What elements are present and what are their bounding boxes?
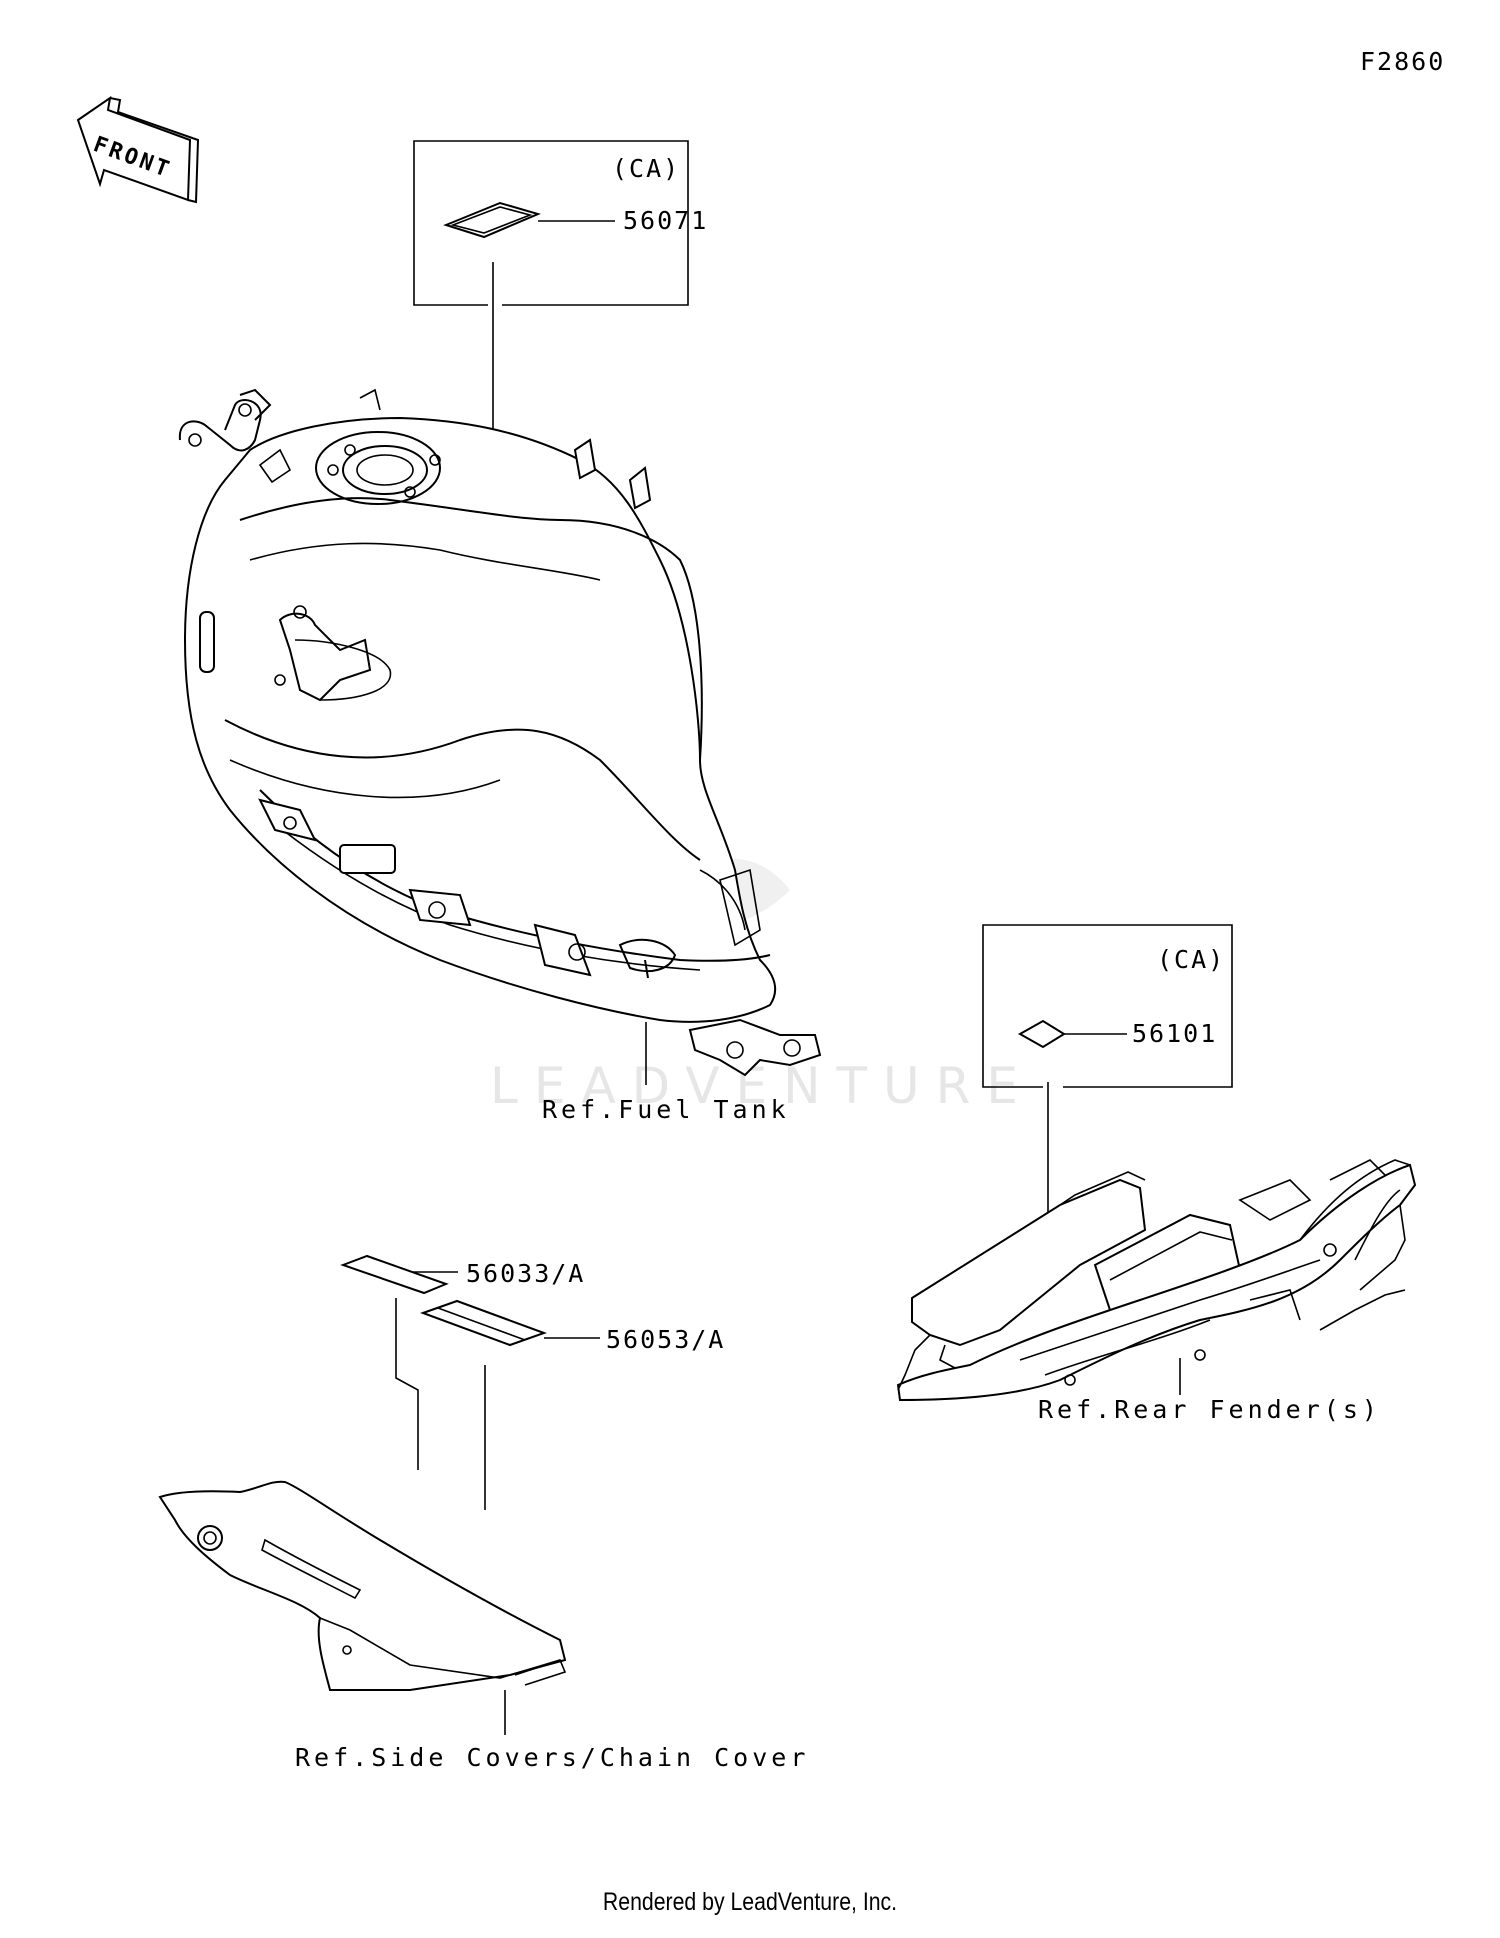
figure-code: F2860 [1360,47,1445,76]
rear-fender-callout: (CA) 56101 [982,924,1233,1228]
chain-cover-drawing [158,1480,567,1691]
ref-fuel-tank: Ref.Fuel Tank [542,1095,790,1124]
part-56101: 56101 [1132,1019,1217,1048]
ref-chain-cover: Ref.Side Covers/Chain Cover [295,1743,809,1772]
part-56071: 56071 [623,206,708,235]
fuel-tank-callout: (CA) 56071 [413,140,708,495]
rear-fender-region-label: (CA) [1157,945,1225,974]
fuel-tank-region-label: (CA) [612,154,680,183]
ref-rear-fender: Ref.Rear Fender(s) [1038,1395,1381,1424]
rear-fender-drawing [896,1159,1417,1402]
footer-credit: Rendered by LeadVenture, Inc. [602,1888,898,1916]
fuel-tank-drawing [178,388,822,1077]
chain-cover-callouts: 56033/A 56053/A [340,1254,725,1510]
label-sticker-56101-icon [1017,1019,1066,1049]
label-sticker-56071-icon [443,201,541,239]
part-56053a: 56053/A [606,1325,725,1354]
label-sticker-56053a-icon [420,1299,547,1347]
front-arrow-icon: FRONT [76,95,200,204]
part-56033a: 56033/A [466,1259,585,1288]
label-sticker-56033a-icon [340,1254,449,1295]
